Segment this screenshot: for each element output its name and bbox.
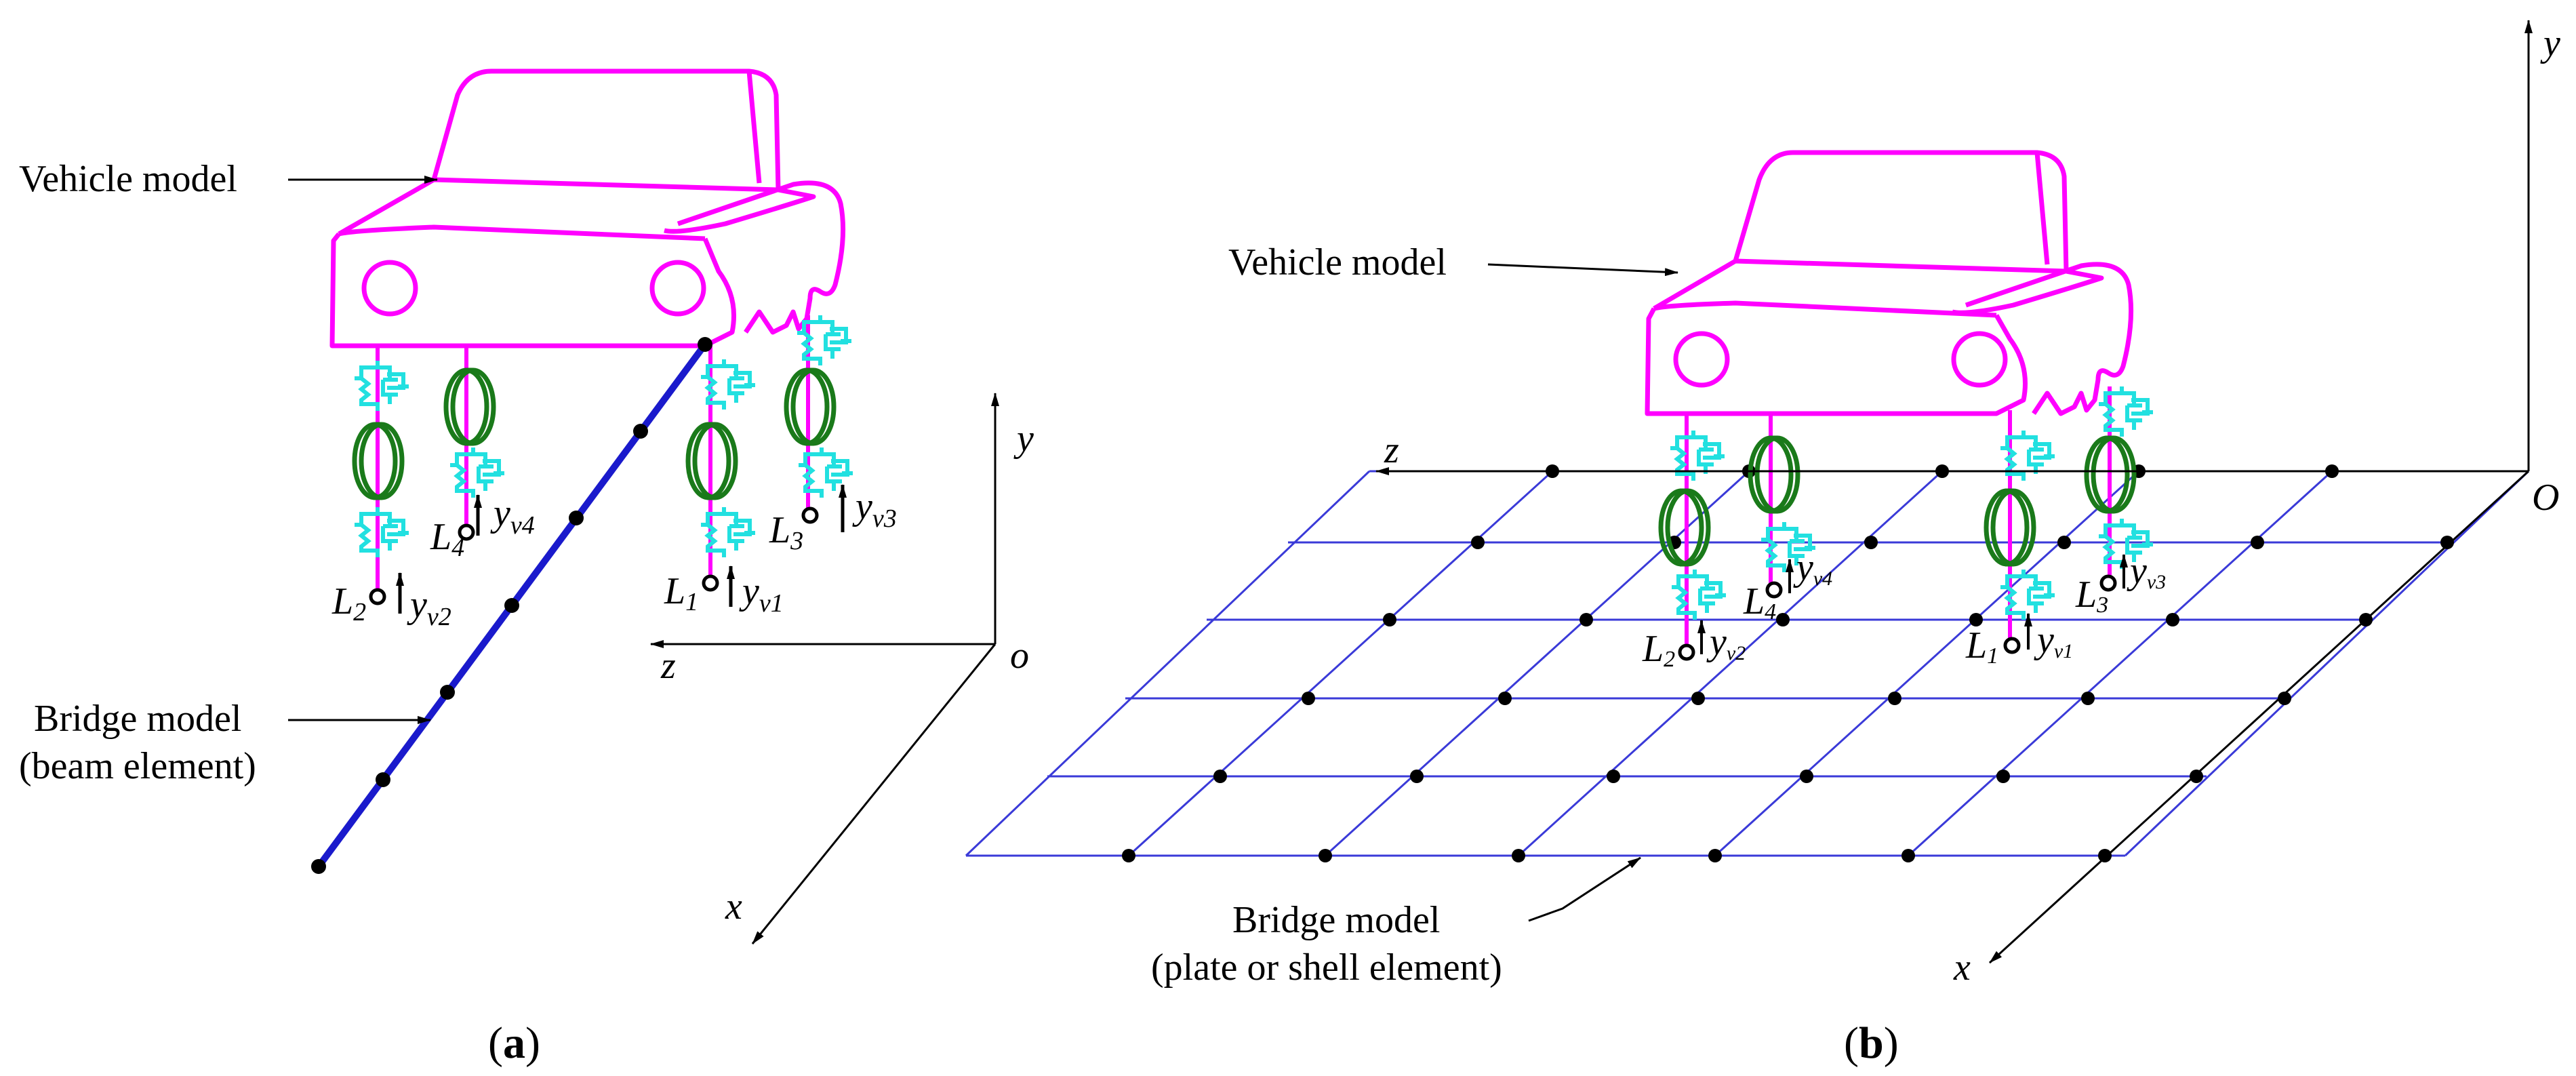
point-l1-disp-a: yv1 xyxy=(739,570,784,618)
suspension-l2-a xyxy=(355,347,409,597)
point-l2-disp-a: yv2 xyxy=(407,584,451,631)
vehicle-label-b: Vehicle model xyxy=(1228,241,1447,283)
axis-x-a: x xyxy=(725,885,742,928)
point-l4-name-a: L4 xyxy=(430,516,464,562)
point-l3-name-b: L3 xyxy=(2075,574,2108,618)
point-l4-name-b: L4 xyxy=(1743,580,1776,624)
axis-z-b: z xyxy=(1384,429,1399,471)
bridge-label-a-1: Bridge model xyxy=(34,698,241,740)
suspension-l1-a xyxy=(688,342,755,583)
caption-b: (b) xyxy=(1844,1018,1899,1068)
point-l4-disp-a: yv4 xyxy=(490,492,535,540)
suspension-l1-b xyxy=(1986,410,2055,644)
point-l3-name-a: L3 xyxy=(769,509,803,555)
point-l1-disp-b: yv1 xyxy=(2034,619,2073,662)
axes-b xyxy=(1375,20,2533,964)
vehicle-model-a xyxy=(329,68,846,348)
bridge-nodes-b xyxy=(1122,464,2454,862)
suspension-l3-b xyxy=(2087,386,2153,583)
bridge-beam-a xyxy=(311,337,712,874)
point-l2-disp-b: yv2 xyxy=(1706,621,1746,664)
point-l4-disp-b: yv4 xyxy=(1793,546,1832,590)
suspension-l3-a xyxy=(786,315,853,515)
vehicle-model-b xyxy=(1645,150,2134,416)
point-l1-name-a: L1 xyxy=(664,570,698,616)
axes-a xyxy=(650,393,999,944)
axis-z-a: z xyxy=(660,645,676,687)
panel-b: L2 yv2 L4 yv4 L1 yv1 L3 yv3 y z x O Vehi… xyxy=(965,20,2560,1068)
caption-a: (a) xyxy=(488,1018,540,1068)
panel-a: L2 yv2 L4 yv4 L1 yv1 L3 yv3 xyxy=(19,68,1034,1068)
axis-y-b: y xyxy=(2540,22,2560,64)
point-l3-disp-b: yv3 xyxy=(2127,550,2166,593)
bridge-plate-grid-b xyxy=(965,470,2530,857)
axis-x-b: x xyxy=(1953,947,1971,989)
suspension-l2-b xyxy=(1661,415,1726,650)
origin-a: o xyxy=(1010,635,1029,677)
bridge-label-a-2: (beam element) xyxy=(19,745,256,787)
bridge-label-b-2: (plate or shell element) xyxy=(1151,947,1502,989)
point-l1-name-b: L1 xyxy=(1965,624,1998,669)
axis-y-a: y xyxy=(1013,418,1034,460)
suspension-l4-b xyxy=(1750,415,1815,589)
contact-points-b xyxy=(1678,554,2128,661)
point-l2-name-b: L2 xyxy=(1642,628,1675,672)
point-l3-disp-a: yv3 xyxy=(852,485,897,533)
bridge-label-b-1: Bridge model xyxy=(1232,899,1440,941)
vehicle-label-a: Vehicle model xyxy=(19,158,237,200)
point-l2-name-a: L2 xyxy=(331,580,366,626)
origin-b: O xyxy=(2532,477,2559,519)
contact-points-a xyxy=(369,484,847,614)
suspension-l4-a xyxy=(446,347,504,532)
